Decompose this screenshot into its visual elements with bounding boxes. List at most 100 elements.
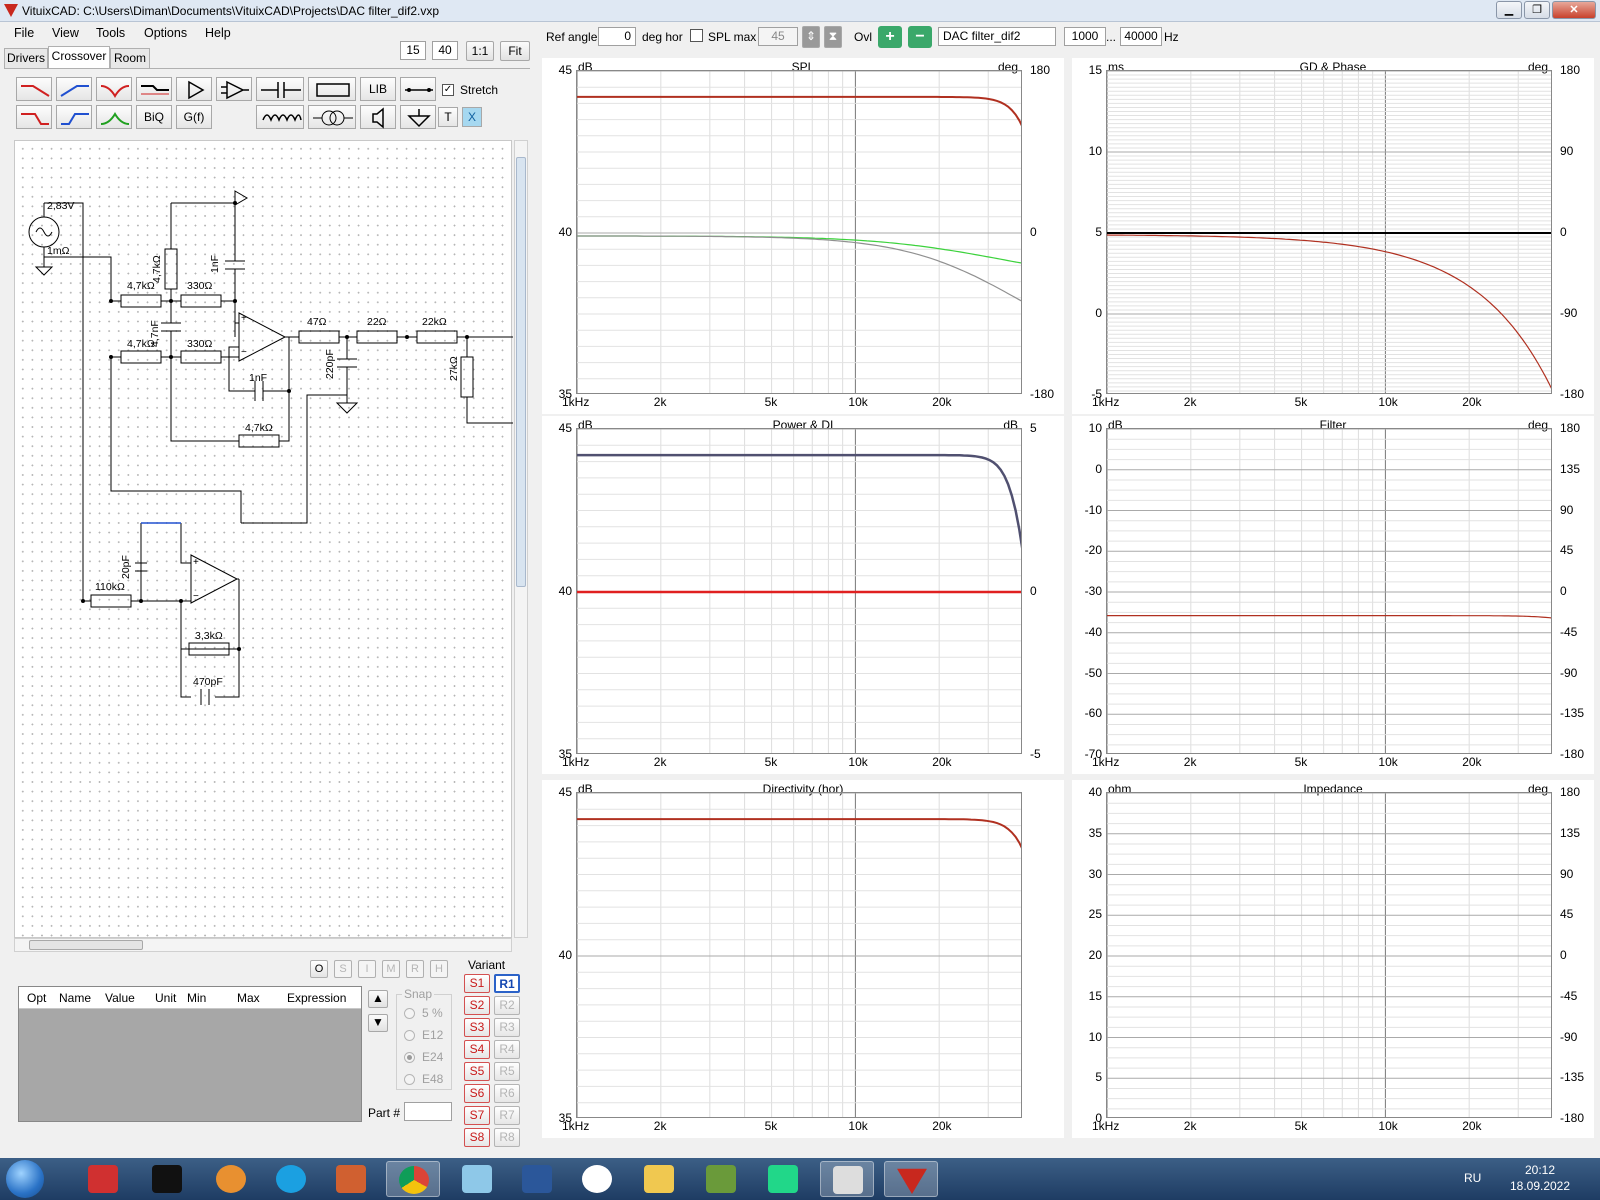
taskbar-notes[interactable] (450, 1161, 504, 1197)
variant-r4-button[interactable]: R4 (494, 1040, 520, 1059)
part-input[interactable] (404, 1102, 452, 1121)
snap-e24-radio[interactable] (404, 1052, 415, 1063)
lowpass-red-tool-icon[interactable] (16, 77, 52, 101)
taskbar-pycharm[interactable] (756, 1161, 810, 1197)
parameter-grid[interactable]: Opt Name Value Unit Min Max Expression (18, 986, 362, 1122)
variant-r1-button[interactable]: R1 (494, 974, 520, 993)
transformer-tool-icon[interactable] (308, 105, 356, 129)
lowpass2-red-tool-icon[interactable] (16, 105, 52, 129)
taskbar-player[interactable] (204, 1161, 258, 1197)
minimize-button[interactable]: ▁ (1496, 1, 1522, 19)
plot-area[interactable] (576, 792, 1022, 1118)
snap-5pct-radio[interactable] (404, 1008, 415, 1019)
bandpass-green-tool-icon[interactable] (96, 105, 132, 129)
resistor-tool-icon[interactable] (308, 77, 356, 101)
opamp-tool-icon[interactable] (216, 77, 252, 101)
snap-e48-radio[interactable] (404, 1074, 415, 1085)
variant-r7-button[interactable]: R7 (494, 1106, 520, 1125)
plot-area[interactable] (1106, 70, 1552, 394)
ground-tool-icon[interactable] (400, 105, 436, 129)
taskbar-vituixcad[interactable] (884, 1161, 938, 1197)
variant-s2-button[interactable]: S2 (464, 996, 490, 1015)
taskbar-sketchup[interactable] (76, 1161, 130, 1197)
tab-room[interactable]: Room (110, 48, 150, 68)
wire-tool-icon[interactable] (400, 77, 436, 101)
variant-s6-button[interactable]: S6 (464, 1084, 490, 1103)
close-button[interactable]: ✕ (1552, 1, 1596, 19)
language-indicator[interactable]: RU (1464, 1171, 1482, 1185)
zoom-1-1-button[interactable]: 1:1 (466, 41, 494, 61)
taskbar-printer[interactable] (820, 1161, 874, 1197)
schematic-horizontal-scrollbar[interactable] (14, 938, 512, 952)
freq-max-input[interactable]: 40000 (1120, 27, 1162, 46)
highpass2-blue-tool-icon[interactable] (56, 105, 92, 129)
freq-min-input[interactable]: 1000 (1064, 27, 1106, 46)
taskbar-chrome[interactable] (386, 1161, 440, 1197)
plot-area[interactable] (576, 428, 1022, 754)
snap-e12-radio[interactable] (404, 1030, 415, 1041)
opt-m-button[interactable]: M (382, 960, 400, 978)
variant-s5-button[interactable]: S5 (464, 1062, 490, 1081)
vertical-scroll-thumb[interactable] (516, 157, 526, 587)
variant-r3-button[interactable]: R3 (494, 1018, 520, 1037)
bandstop-red-tool-icon[interactable] (96, 77, 132, 101)
plot-area[interactable] (576, 70, 1022, 394)
gf-button[interactable]: G(f) (176, 105, 212, 129)
menu-view[interactable]: View (52, 26, 79, 40)
plot-area[interactable] (1106, 428, 1552, 754)
inductor-tool-icon[interactable] (256, 105, 304, 129)
delete-tool-button[interactable]: X (462, 107, 482, 127)
speaker-tool-icon[interactable] (360, 105, 396, 129)
variant-s3-button[interactable]: S3 (464, 1018, 490, 1037)
variant-r8-button[interactable]: R8 (494, 1128, 520, 1147)
maximize-button[interactable]: ❐ (1524, 1, 1550, 19)
menu-file[interactable]: File (14, 26, 35, 40)
opt-h-button[interactable]: H (430, 960, 448, 978)
taskbar-minecraft[interactable] (694, 1161, 748, 1197)
menu-tools[interactable]: Tools (96, 26, 126, 40)
ref-angle-input[interactable]: 0 (598, 27, 636, 46)
tab-drivers[interactable]: Drivers (4, 48, 48, 68)
plot-area[interactable] (1106, 792, 1552, 1118)
shelf-tool-icon[interactable] (136, 77, 172, 101)
variant-s4-button[interactable]: S4 (464, 1040, 490, 1059)
variant-r5-button[interactable]: R5 (494, 1062, 520, 1081)
remove-overlay-icon[interactable]: − (908, 26, 932, 48)
taskbar-yandex[interactable] (570, 1161, 624, 1197)
variant-s8-button[interactable]: S8 (464, 1128, 490, 1147)
variant-s1-button[interactable]: S1 (464, 974, 490, 993)
taskbar-viewer[interactable] (324, 1161, 378, 1197)
text-tool-button[interactable]: T (438, 107, 458, 127)
zoom-field-b[interactable]: 40 (432, 41, 458, 60)
opt-r-button[interactable]: R (406, 960, 424, 978)
taskbar-skype[interactable] (264, 1161, 318, 1197)
spin-up-down-icon[interactable]: ⇕ (802, 26, 820, 48)
spl-max-checkbox[interactable] (690, 29, 703, 42)
menu-options[interactable]: Options (144, 26, 188, 40)
taskbar-media[interactable] (140, 1161, 194, 1197)
horizontal-scroll-thumb[interactable] (29, 940, 143, 950)
biquad-button[interactable]: BiQ (136, 105, 172, 129)
variant-r6-button[interactable]: R6 (494, 1084, 520, 1103)
variant-r2-button[interactable]: R2 (494, 996, 520, 1015)
start-button[interactable] (6, 1160, 44, 1198)
move-up-button[interactable]: ▲ (368, 990, 388, 1008)
tab-crossover[interactable]: Crossover (48, 46, 110, 69)
zoom-fit-button[interactable]: Fit (500, 41, 530, 61)
spl-max-input[interactable]: 45 (758, 27, 798, 46)
taskbar-explorer[interactable] (632, 1161, 686, 1197)
opt-o-button[interactable]: O (310, 960, 328, 978)
variant-s7-button[interactable]: S7 (464, 1106, 490, 1125)
move-down-button[interactable]: ▼ (368, 1014, 388, 1032)
highpass-blue-tool-icon[interactable] (56, 77, 92, 101)
schematic-canvas[interactable]: 2,83V 1mΩ 4,7kΩ 4,7kΩ 1nF 330Ω 4,7kΩ 4,7… (14, 140, 513, 939)
schematic-drawing[interactable]: 2,83V 1mΩ 4,7kΩ 4,7kΩ 1nF 330Ω 4,7kΩ 4,7… (15, 141, 513, 939)
add-overlay-icon[interactable]: + (878, 26, 902, 48)
opt-i-button[interactable]: I (358, 960, 376, 978)
